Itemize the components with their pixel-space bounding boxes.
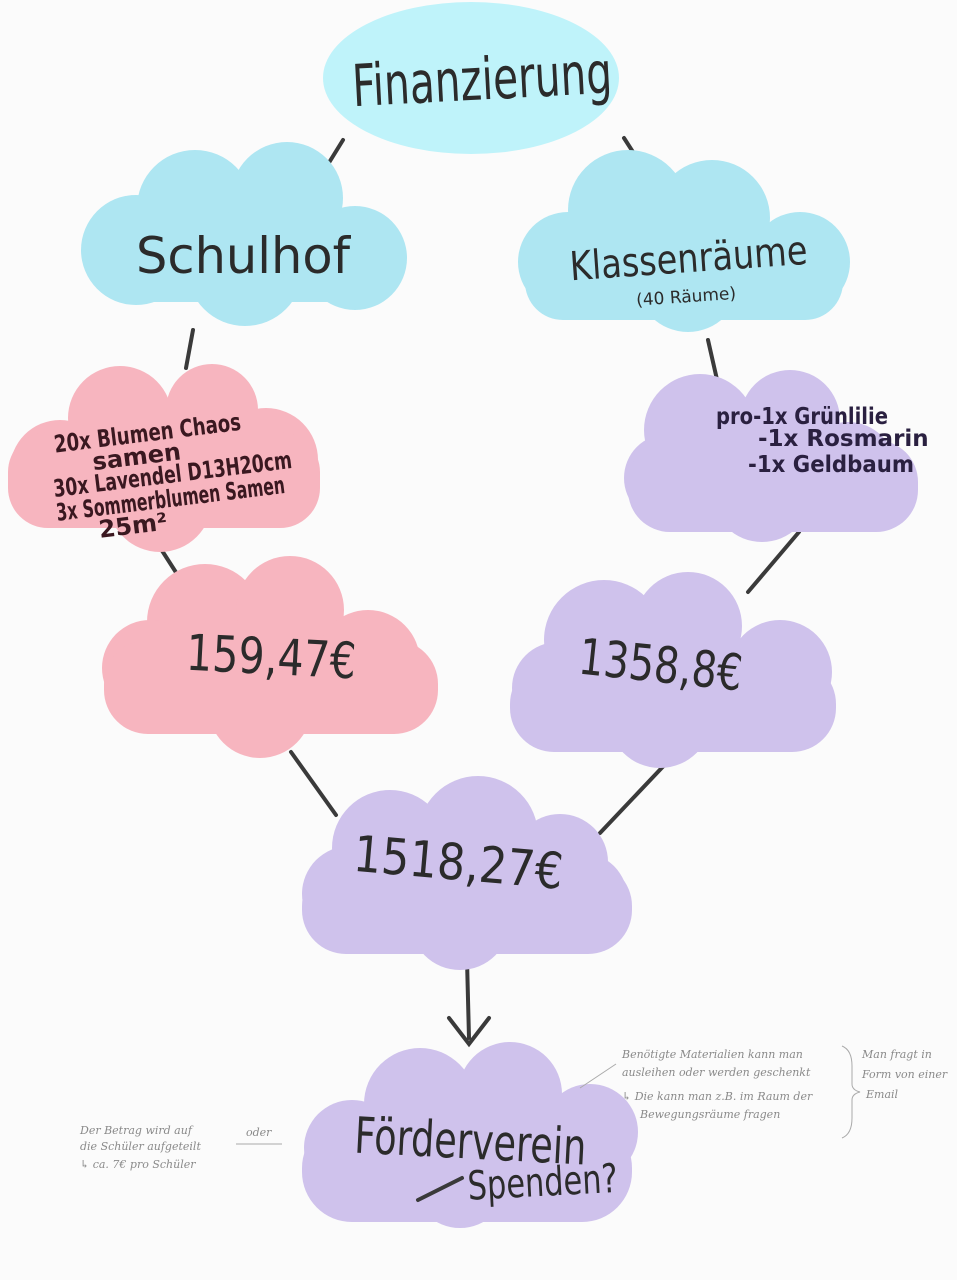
schulhof-cloud: [81, 142, 407, 326]
klassen-items-list: pro-1x Grünlilie -1x Rosmarin -1x Geldba…: [716, 404, 929, 478]
connector-cost-total-left: [289, 750, 338, 817]
note-far-right-line-2: Form von einer: [861, 1068, 948, 1081]
cost-klassen-cloud: [510, 572, 836, 768]
arrow-head: [447, 1016, 491, 1048]
connector-cost-total-right: [598, 754, 675, 835]
arrow-shaft: [465, 958, 471, 1040]
note-right-line-1: Benötigte Materialien kann man: [621, 1048, 803, 1061]
klassen-item-2: -1x Rosmarin: [758, 426, 929, 452]
root-label: Finanzierung: [350, 39, 613, 121]
note-right-pointer: [579, 1063, 617, 1089]
note-left-line-1: Der Betrag wird auf: [79, 1124, 194, 1137]
note-oder: oder: [246, 1126, 272, 1139]
root-ellipse: [323, 2, 619, 154]
note-left-line-2: die Schüler aufgeteilt: [80, 1140, 201, 1153]
cost-schulhof-label: 159,47€: [185, 624, 358, 691]
note-brace: [841, 1045, 861, 1139]
note-right-line-3: ↳ Die kann man z.B. im Raum der: [622, 1090, 813, 1103]
note-far-right-line-1: Man fragt in: [861, 1048, 932, 1061]
connector-schulhof-items: [184, 328, 195, 370]
schulhof-items-cloud: [8, 364, 320, 552]
schulhof-label: Schulhof: [136, 227, 351, 285]
spenden-slash: [416, 1176, 464, 1202]
note-left: Der Betrag wird auf die Schüler aufgetei…: [79, 1124, 201, 1171]
spenden-label: Spenden?: [467, 1156, 619, 1210]
klassen-cloud: [518, 150, 850, 332]
total-cloud: [302, 776, 632, 970]
foerderverein-label: Förderverein: [353, 1107, 588, 1177]
note-right-line-4: Bewegungsräume fragen: [639, 1108, 780, 1121]
note-left-line-3: ↳ ca. 7€ pro Schüler: [80, 1158, 196, 1171]
note-far-right: Man fragt in Form von einer Email: [861, 1048, 948, 1101]
foerderverein-cloud: [302, 1042, 638, 1228]
cost-schulhof-cloud: [102, 556, 438, 758]
connector-items-cost-klassen: [746, 530, 801, 594]
note-far-right-line-3: Email: [865, 1088, 899, 1101]
klassen-items-cloud: [624, 370, 918, 542]
klassen-item-3: -1x Geldbaum: [748, 452, 914, 478]
note-right: Benötigte Materialien kann man ausleihen…: [621, 1048, 813, 1121]
klassen-item-1: pro-1x Grünlilie: [716, 404, 888, 430]
note-right-line-2: ausleihen oder werden geschenkt: [622, 1066, 811, 1079]
